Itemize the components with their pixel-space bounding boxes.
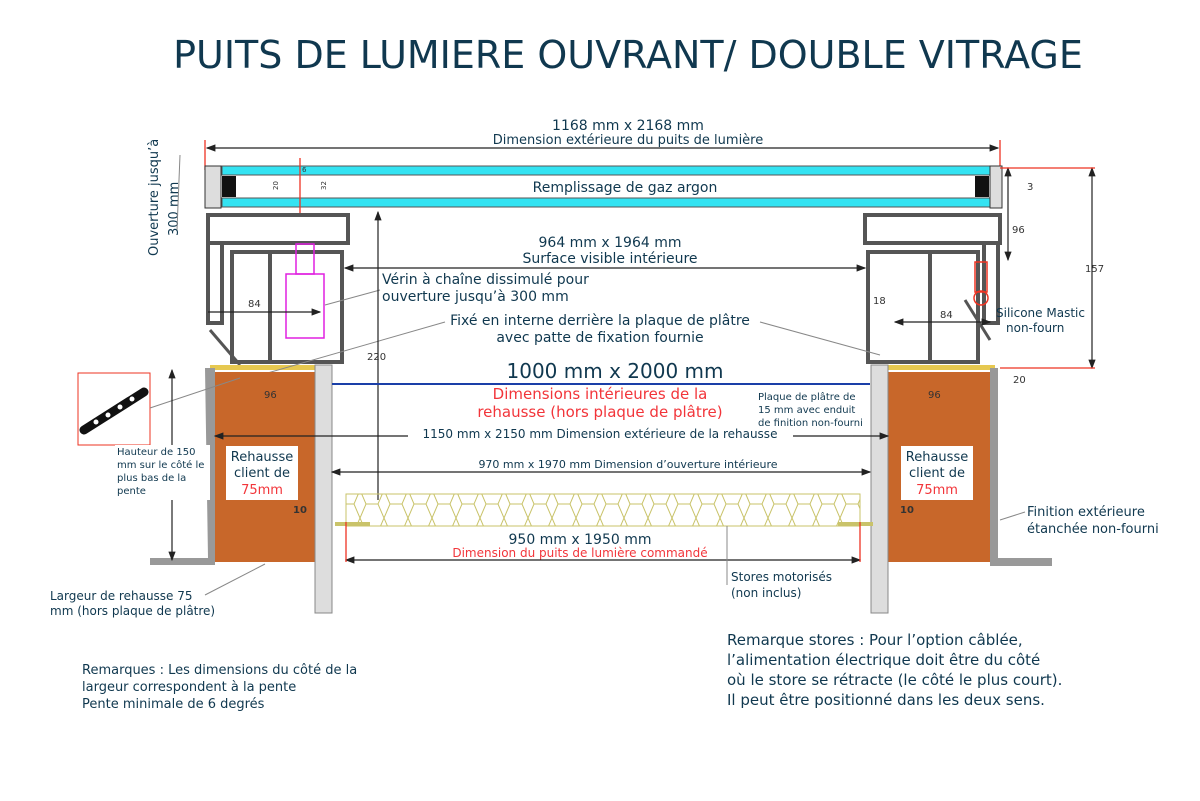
motorised-blind: [345, 493, 861, 527]
svg-text:157: 157: [1085, 264, 1104, 275]
visible-size: 964 mm x 1964 mm: [539, 235, 682, 251]
inner-size: 1000 mm x 2000 mm: [507, 359, 724, 383]
page-title: PUITS DE LUMIERE OUVRANT/ DOUBLE VITRAGE: [173, 33, 1083, 77]
svg-text:32: 32: [320, 181, 328, 190]
svg-text:10: 10: [293, 505, 307, 516]
fixing-line2: avec patte de fixation fournie: [496, 330, 703, 346]
svg-text:client de: client de: [909, 466, 965, 481]
blinds-line2: (non inclus): [731, 586, 801, 600]
blind-remarks-1: Remarque stores : Pour l’option câblée,: [727, 631, 1023, 649]
ordered-label: Dimension du puits de lumière commandé: [452, 546, 707, 560]
svg-text:10: 10: [900, 505, 914, 516]
svg-text:75mm: 75mm: [916, 483, 958, 498]
width-note-2: mm (hors plaque de plâtre): [50, 604, 215, 618]
plasterboard-line3: de finition non-fourni: [758, 418, 863, 429]
left-frame-profile: [206, 213, 350, 370]
actuator-line2: ouverture jusqu’à 300 mm: [382, 289, 569, 305]
svg-text:20: 20: [1013, 375, 1026, 386]
svg-text:84: 84: [940, 310, 953, 321]
svg-text:pente: pente: [117, 486, 146, 497]
glass-label: Remplissage de gaz argon: [533, 180, 718, 196]
svg-text:Hauteur de 150: Hauteur de 150: [117, 447, 195, 458]
svg-text:96: 96: [264, 390, 277, 401]
svg-text:84: 84: [248, 299, 261, 310]
svg-text:6: 6: [302, 166, 307, 174]
finish-line2: étanchée non-fourni: [1027, 522, 1159, 537]
width-note-1: Largeur de rehausse 75: [50, 589, 193, 603]
fixing-line1: Fixé en interne derrière la plaque de pl…: [450, 313, 750, 329]
ordered-size: 950 mm x 1950 mm: [509, 532, 652, 548]
svg-text:Rehausse: Rehausse: [231, 450, 293, 465]
blind-remarks-2: l’alimentation électrique doit être du c…: [727, 651, 1040, 669]
silicone-line2: non-fourn: [1006, 321, 1064, 335]
svg-text:96: 96: [1012, 225, 1025, 236]
actuator-line1: Vérin à chaîne dissimulé pour: [382, 272, 589, 288]
blind-remarks-4: Il peut être positionné dans les deux se…: [727, 691, 1045, 709]
svg-text:3: 3: [1027, 182, 1033, 193]
inner-label-2: rehausse (hors plaque de plâtre): [477, 403, 722, 421]
svg-text:Rehausse: Rehausse: [906, 450, 968, 465]
visible-label: Surface visible intérieure: [522, 251, 697, 267]
svg-text:client de: client de: [234, 466, 290, 481]
silicone-line1: Silicone Mastic: [996, 306, 1085, 320]
plasterboard-line2: 15 mm avec enduit: [758, 405, 855, 416]
blinds-line1: Stores motorisés: [731, 570, 832, 584]
opening-inner-dim: 970 mm x 1970 mm Dimension d’ouverture i…: [478, 458, 777, 471]
plasterboard-line1: Plaque de plâtre de: [758, 391, 856, 403]
double-glazing: [204, 165, 1003, 209]
svg-text:mm sur le côté le: mm sur le côté le: [117, 459, 204, 471]
svg-text:20: 20: [272, 181, 280, 190]
opening-label-line1: Ouverture jusqu’à: [147, 139, 162, 256]
finish-line1: Finition extérieure: [1027, 505, 1145, 520]
opening-label-line2: 300 mm: [167, 182, 182, 236]
inner-label-1: Dimensions intérieures de la: [493, 385, 708, 403]
curb-outer-dim: 1150 mm x 2150 mm Dimension extérieure d…: [423, 427, 778, 441]
remarks-3: Pente minimale de 6 degrés: [82, 697, 265, 712]
remarks-1: Remarques : Les dimensions du côté de la: [82, 663, 357, 678]
curb-label-left: Rehausse client de 75mm: [226, 446, 298, 500]
chain-inset: [77, 372, 241, 446]
top-dim-label: Dimension extérieure du puits de lumière: [493, 133, 763, 148]
right-frame-profile: [863, 213, 1002, 370]
top-dim-size: 1168 mm x 2168 mm: [552, 118, 704, 134]
blind-remarks-3: où le store se rétracte (le côté le plus…: [727, 671, 1062, 689]
curb-label-right: Rehausse client de 75mm: [901, 446, 973, 500]
svg-text:75mm: 75mm: [241, 483, 283, 498]
svg-text:96: 96: [928, 390, 941, 401]
svg-text:plus bas de la: plus bas de la: [117, 473, 186, 484]
svg-text:220: 220: [367, 352, 386, 363]
remarks-2: largeur correspondent à la pente: [82, 680, 296, 695]
height-note: Hauteur de 150 mm sur le côté le plus ba…: [115, 445, 210, 500]
svg-text:18: 18: [873, 296, 886, 307]
